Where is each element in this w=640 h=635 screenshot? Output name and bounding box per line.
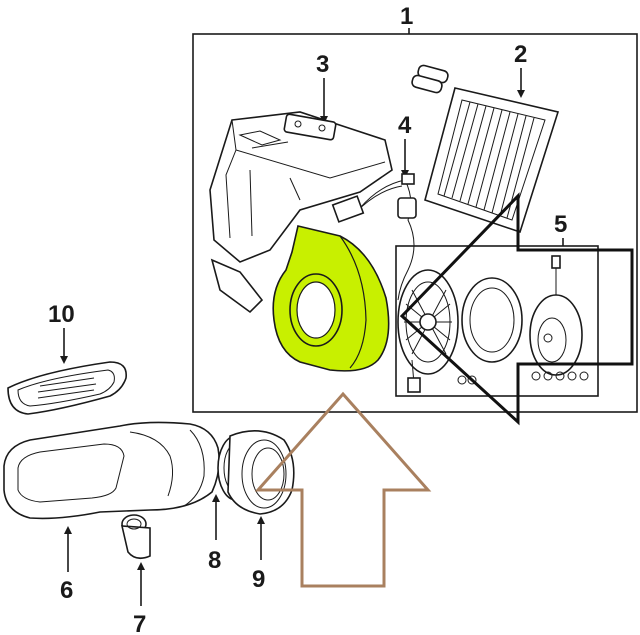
callout-6: 6 xyxy=(60,577,73,604)
blower-motor-box xyxy=(395,245,599,397)
assembly-box xyxy=(192,33,638,413)
callout-1: 1 xyxy=(400,3,413,30)
heater-case xyxy=(209,111,393,314)
intake-grille xyxy=(7,361,127,415)
up-pointing-arrow-icon xyxy=(254,391,432,588)
elbow-fitting xyxy=(120,514,151,560)
callout-10: 10 xyxy=(48,301,75,328)
heater-core xyxy=(411,64,560,234)
intake-duct xyxy=(3,421,220,520)
callout-7: 7 xyxy=(133,611,146,635)
callout-4: 4 xyxy=(398,112,412,139)
callout-5: 5 xyxy=(554,211,567,238)
callout-3: 3 xyxy=(316,51,329,78)
callout-8: 8 xyxy=(208,547,221,574)
left-pointing-arrow-icon xyxy=(399,192,634,426)
leader-lines xyxy=(60,68,564,606)
bellows-connector xyxy=(227,430,295,515)
highlight-blower-housing xyxy=(272,225,390,372)
callout-9: 9 xyxy=(252,566,265,593)
callout-2: 2 xyxy=(514,41,527,68)
blower-resistor xyxy=(331,173,417,301)
